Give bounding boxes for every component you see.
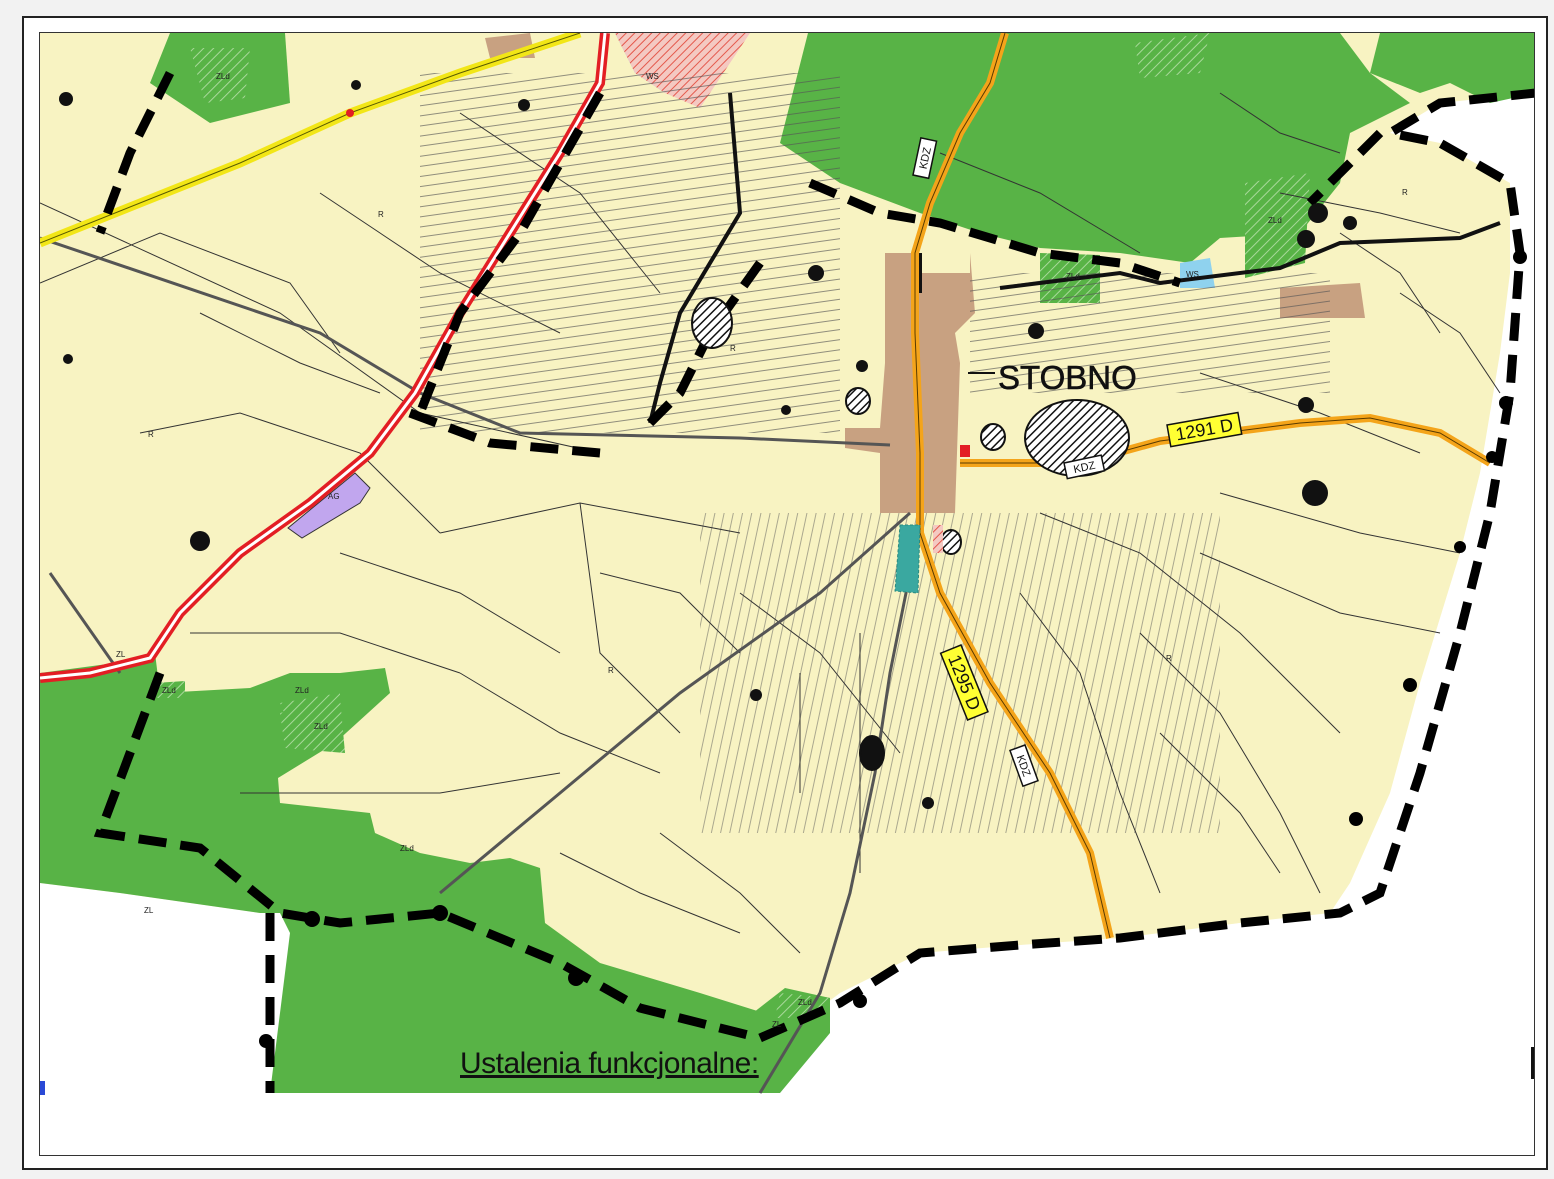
label-r-3: R <box>608 666 614 675</box>
label-zl-1: ZL <box>116 650 126 659</box>
label-ws-2: WS <box>1186 270 1199 279</box>
label-zld-1: ZLd <box>216 72 230 81</box>
road-class-tag-north: KDZ <box>912 136 938 180</box>
label-r-6: R <box>730 344 736 353</box>
label-r-4: R <box>1166 654 1172 663</box>
point-markers <box>59 80 1357 809</box>
label-r-2: R <box>148 430 154 439</box>
label-zld-2: ZLd <box>1268 216 1282 225</box>
forest-planned-8 <box>155 681 185 698</box>
forest-southwest <box>40 653 830 1093</box>
forest-planned-1 <box>190 48 250 103</box>
legend-band <box>40 1097 1534 1155</box>
label-zl-3: ZL <box>772 1020 782 1029</box>
local-roads <box>648 92 1501 424</box>
forest-north-center <box>780 33 1534 263</box>
legend-right-tick <box>1531 1047 1534 1079</box>
label-ag: AG <box>328 492 340 501</box>
forest-planned-2 <box>1135 33 1210 78</box>
label-zld-4: ZLd <box>295 686 309 695</box>
zone-labels: ZLd ZLd ZLd ZLd ZLd ZLd ZLd ZLd ZL ZL ZL… <box>116 72 1408 1029</box>
red-marker <box>960 445 970 457</box>
road-class-tag-east: KDZ <box>1063 454 1106 480</box>
teal-zone <box>894 524 921 594</box>
label-r-1: R <box>378 210 384 219</box>
map-frame: ZLd ZLd ZLd ZLd ZLd ZLd ZLd ZLd ZL ZL ZL… <box>39 32 1535 1156</box>
svg-text:KDZ: KDZ <box>918 146 934 170</box>
parcel-boundaries <box>40 92 1501 954</box>
label-r-5: R <box>1402 188 1408 197</box>
label-ws-1: WS <box>646 72 659 81</box>
label-zl-2: ZL <box>144 906 154 915</box>
label-zld-7: ZLd <box>400 844 414 853</box>
settlement-core <box>845 253 975 513</box>
red-small-zone <box>933 525 943 553</box>
archaeological-sites <box>691 297 1130 771</box>
admin-boundary <box>93 70 1534 1093</box>
label-zld-5: ZLd <box>314 722 328 731</box>
boundary-markers <box>259 250 1527 1048</box>
road-badge-1291d: 1291 D <box>1166 411 1243 448</box>
town-label: STOBNO <box>998 359 1137 396</box>
label-zld-8: ZLd <box>798 998 812 1007</box>
outside-area <box>40 93 1534 1155</box>
minor-roads <box>40 236 912 1094</box>
svg-text:KDZ: KDZ <box>1072 460 1096 476</box>
forest-planned-6 <box>280 698 345 753</box>
land-use-map: ZLd ZLd ZLd ZLd ZLd ZLd ZLd ZLd ZL ZL ZL… <box>40 33 1534 1155</box>
parcels-north-strip <box>420 73 840 433</box>
special-zone-ag <box>287 472 371 539</box>
blue-marker <box>40 1081 45 1095</box>
label-zld-3: ZLd <box>1066 272 1080 281</box>
legend-heading: Ustalenia funkcjonalne: <box>460 1047 759 1080</box>
road-class-tag-south: KDZ <box>1009 744 1039 788</box>
label-zld-6: ZLd <box>162 686 176 695</box>
forest-planned-4 <box>1245 173 1310 278</box>
